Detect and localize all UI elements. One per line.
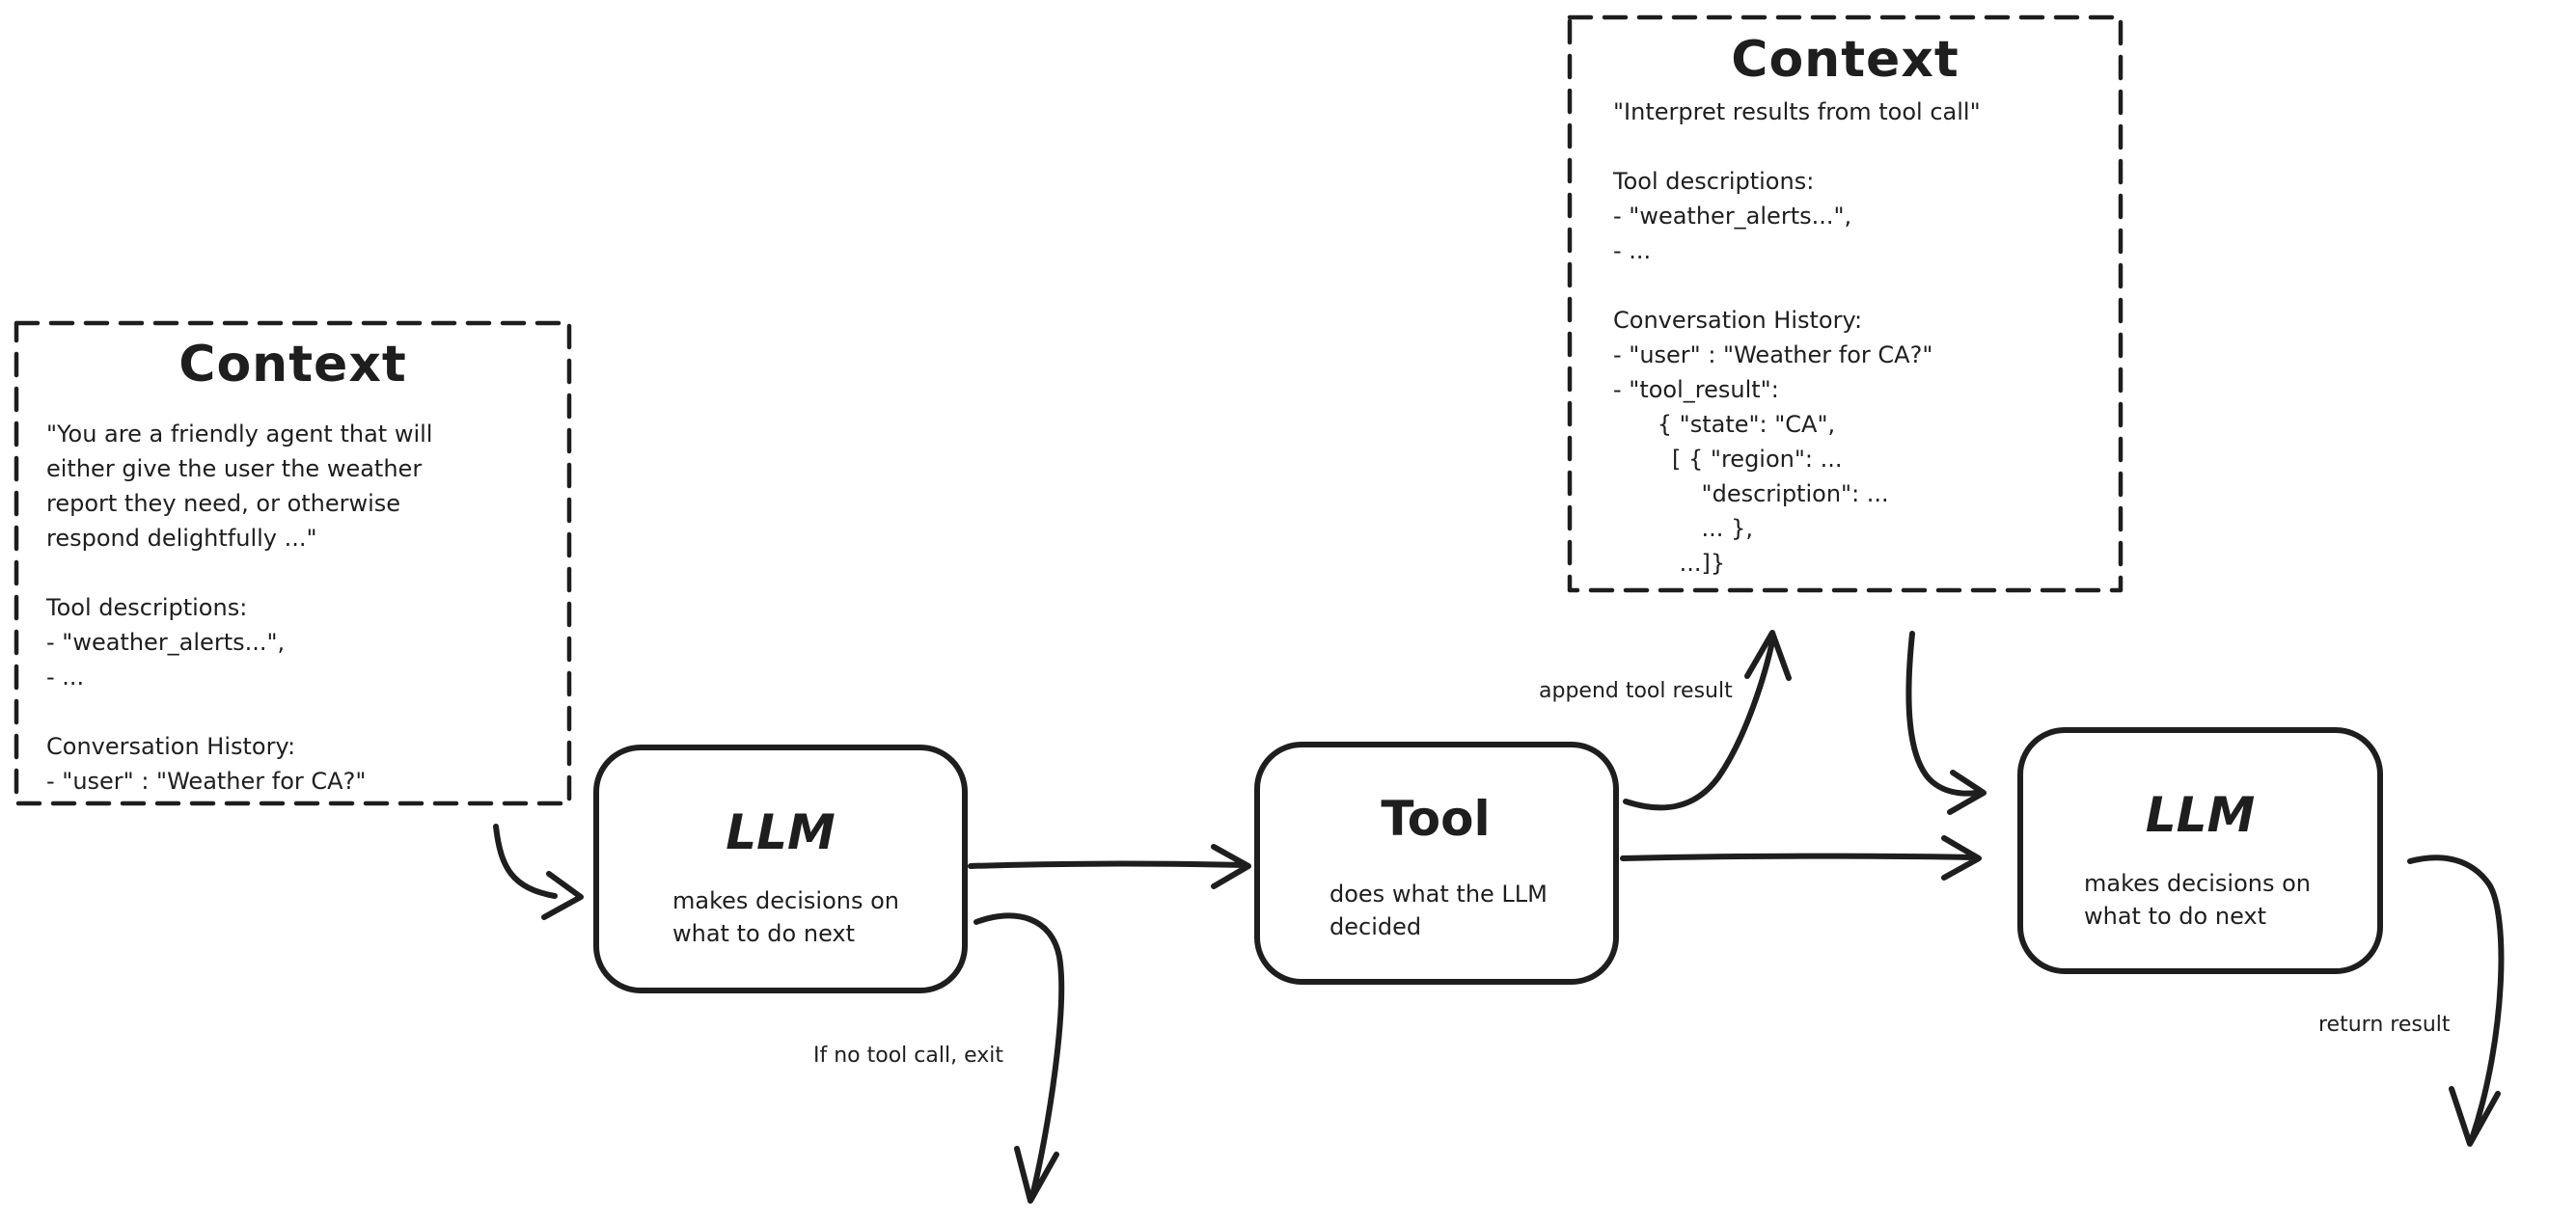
llm-node-first-box [593, 745, 968, 993]
arrow-context-right-to-llm-second [1905, 631, 1987, 815]
llm-node-second-box [2017, 727, 2383, 974]
context-left-title: Context [178, 336, 407, 393]
edge-label-append-tool-result: append tool result [1539, 679, 1733, 703]
tool-node-box [1254, 742, 1619, 985]
context-right-body: "Interpret results from tool call" Tool … [1613, 98, 1981, 577]
llm-node-first-subtitle: makes decisions on what to do next [672, 887, 899, 947]
tool-node-subtitle: does what the LLM decided [1329, 881, 1548, 940]
context-box-right [1567, 14, 2124, 593]
context-left-body: "You are a friendly agent that will eith… [46, 421, 433, 795]
context-box-left [14, 320, 572, 806]
arrow-tool-to-context-right [1623, 630, 1792, 811]
tool-node-title: Tool [1381, 791, 1491, 847]
context-right-title: Context [1731, 31, 1959, 89]
llm-node-second-subtitle: makes decisions on what to do next [2084, 870, 2311, 930]
edge-label-return-result: return result [2318, 1013, 2451, 1037]
llm-node-first-title: LLM [726, 804, 836, 860]
arrow-llm-first-exit [973, 912, 1065, 1204]
arrow-context-left-to-llm-first [493, 824, 584, 920]
edge-label-no-tool-call-exit: If no tool call, exit [813, 1044, 1003, 1068]
arrow-llm-first-to-tool [968, 844, 1251, 889]
arrow-llm-second-return [2407, 855, 2505, 1147]
arrow-tool-to-llm-second [1620, 835, 1982, 881]
llm-node-second-title: LLM [2145, 787, 2256, 843]
